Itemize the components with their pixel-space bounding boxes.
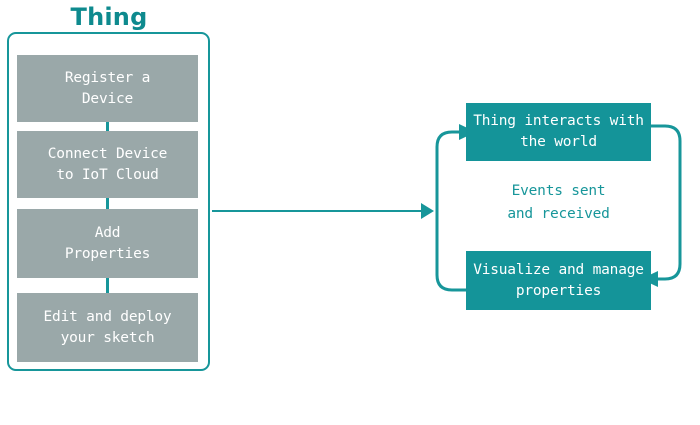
step-line-2: Properties (64, 245, 151, 262)
cycle-center-line-2: and received (507, 206, 610, 222)
step-connector-3 (106, 278, 109, 293)
cycle-box-line-2: manage properties (515, 261, 644, 299)
step-box-connect-device-to-iot-cloud[interactable]: Connect Device to IoT Cloud (17, 131, 198, 198)
step-line-1: Register a (64, 69, 151, 86)
step-connector-1 (106, 122, 109, 131)
step-box-add-properties[interactable]: Add Properties (17, 209, 198, 278)
step-line-2: your sketch (60, 329, 155, 346)
step-line-1: Add (94, 224, 121, 241)
cycle-box-line-2: with the world (520, 113, 644, 150)
thing-title: Thing (70, 3, 148, 31)
flow-arrow-line (212, 210, 424, 212)
cycle-center-line-1: Events sent (511, 183, 606, 199)
step-line-1: Connect Device (47, 145, 168, 162)
cycle-center-label: Events sent and received (466, 180, 651, 226)
step-connector-2 (106, 198, 109, 209)
step-line-2: Device (81, 90, 134, 107)
right-arc-path (651, 124, 682, 281)
cycle-box-visualize-and-manage-properties[interactable]: Visualize and manage properties (466, 251, 651, 310)
cycle-box-line-1: Visualize and (473, 261, 585, 278)
step-line-2: to IoT Cloud (56, 166, 159, 183)
left-arc-path (435, 130, 466, 292)
cycle-box-thing-interacts-with-the-world[interactable]: Thing interacts with the world (466, 103, 651, 161)
step-box-register-a-device[interactable]: Register a Device (17, 55, 198, 122)
step-line-1: Edit and deploy (43, 308, 172, 325)
flow-arrow-head-icon (421, 203, 434, 219)
cycle-box-line-1: Thing interacts (473, 113, 602, 129)
step-box-edit-and-deploy-your-sketch[interactable]: Edit and deploy your sketch (17, 293, 198, 362)
